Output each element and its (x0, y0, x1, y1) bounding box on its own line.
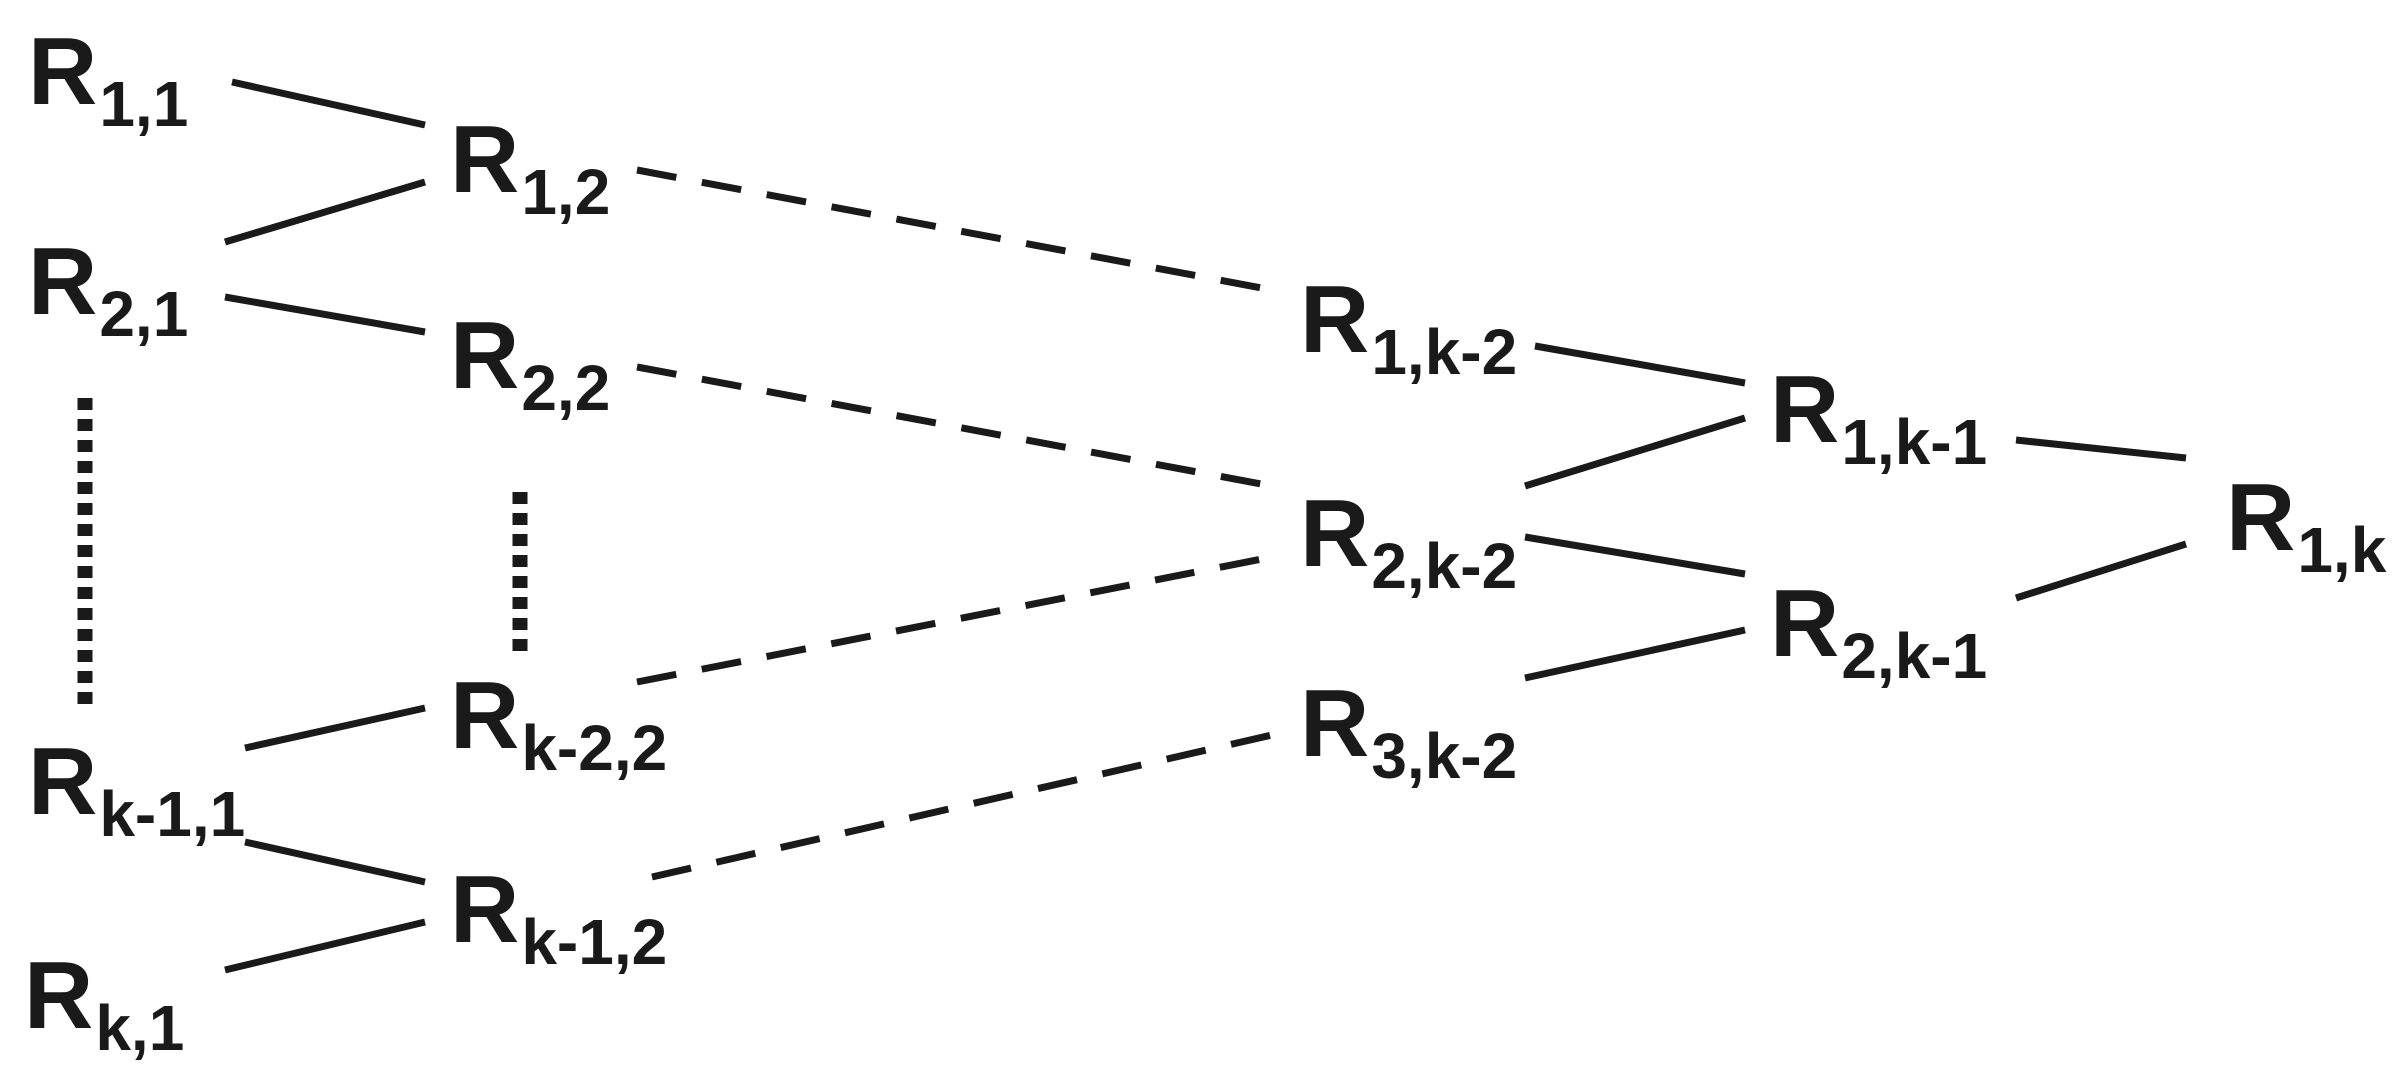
node-subscript: 2,k-2 (1371, 530, 1518, 602)
edge-r21-r12-solid (223, 178, 427, 246)
edge-r1k1-r1k-solid (2015, 436, 2187, 462)
node-r2k2: R2,k-2 (1300, 486, 1517, 599)
node-base-letter: R (24, 942, 94, 1049)
node-base-letter: R (2226, 464, 2296, 571)
node-r1k: R1,k (2226, 470, 2386, 583)
node-base-letter: R (1300, 480, 1370, 587)
node-base-letter: R (28, 728, 98, 835)
node-subscript: k-2,2 (521, 712, 668, 784)
node-r11: R1,1 (28, 24, 188, 137)
edge-r2k2-r1k1-solid (1523, 414, 1747, 490)
node-rk1: Rk,1 (24, 948, 184, 1061)
edge-rk12-r3k2-dashed (651, 731, 1273, 881)
node-subscript: 1,k (2297, 514, 2387, 586)
node-subscript: 2,2 (521, 352, 611, 424)
edge-r11-r12-solid (231, 78, 426, 129)
node-base-letter: R (28, 228, 98, 335)
node-base-letter: R (1300, 670, 1370, 777)
node-r3k2: R3,k-2 (1300, 676, 1517, 789)
edge-r2k2-r2k1-solid (1524, 533, 1746, 578)
node-subscript: 1,k-2 (1371, 316, 1518, 388)
node-base-letter: R (1300, 266, 1370, 373)
node-subscript: k,1 (95, 992, 185, 1064)
node-subscript: 2,1 (99, 278, 189, 350)
node-rk22: Rk-2,2 (450, 668, 667, 781)
node-r2k1: R2,k-1 (1770, 576, 1987, 689)
node-base-letter: R (1770, 570, 1840, 677)
node-r21: R2,1 (28, 234, 188, 347)
node-subscript: k-1,2 (521, 906, 668, 978)
node-subscript: 1,1 (99, 68, 189, 140)
edge-r1k2-r1k1-solid (1534, 342, 1746, 387)
node-base-letter: R (450, 856, 520, 963)
node-subscript: 2,k-1 (1841, 620, 1988, 692)
node-r22: R2,2 (450, 308, 610, 421)
node-rk11: Rk-1,1 (28, 734, 245, 847)
node-r12: R1,2 (450, 112, 610, 225)
edge-rk11-rk22-solid (244, 704, 426, 752)
node-base-letter: R (450, 106, 520, 213)
node-base-letter: R (450, 662, 520, 769)
node-subscript: 1,k-1 (1841, 406, 1988, 478)
node-base-letter: R (28, 18, 98, 125)
edge-r3k2-r2k1-solid (1524, 626, 1746, 682)
node-rk12: Rk-1,2 (450, 862, 667, 975)
edge-r2k1-r1k-solid (2014, 540, 2188, 602)
edge-r12-r1k2-dashed (636, 166, 1273, 294)
node-subscript: 1,2 (521, 156, 611, 228)
edge-r22-r2k2-dashed (636, 363, 1273, 490)
edge-rk11-rk12-solid (244, 838, 426, 886)
node-r1k1: R1,k-1 (1770, 362, 1987, 475)
node-r1k2: R1,k-2 (1300, 272, 1517, 385)
edge-r21-r22-solid (224, 293, 426, 336)
node-base-letter: R (450, 302, 520, 409)
edge-rk22-r2k2-dashed (636, 553, 1273, 686)
node-base-letter: R (1770, 356, 1840, 463)
node-subscript: 3,k-2 (1371, 720, 1518, 792)
edge-rk1-rk12-solid (224, 918, 426, 974)
node-subscript: k-1,1 (99, 778, 246, 850)
